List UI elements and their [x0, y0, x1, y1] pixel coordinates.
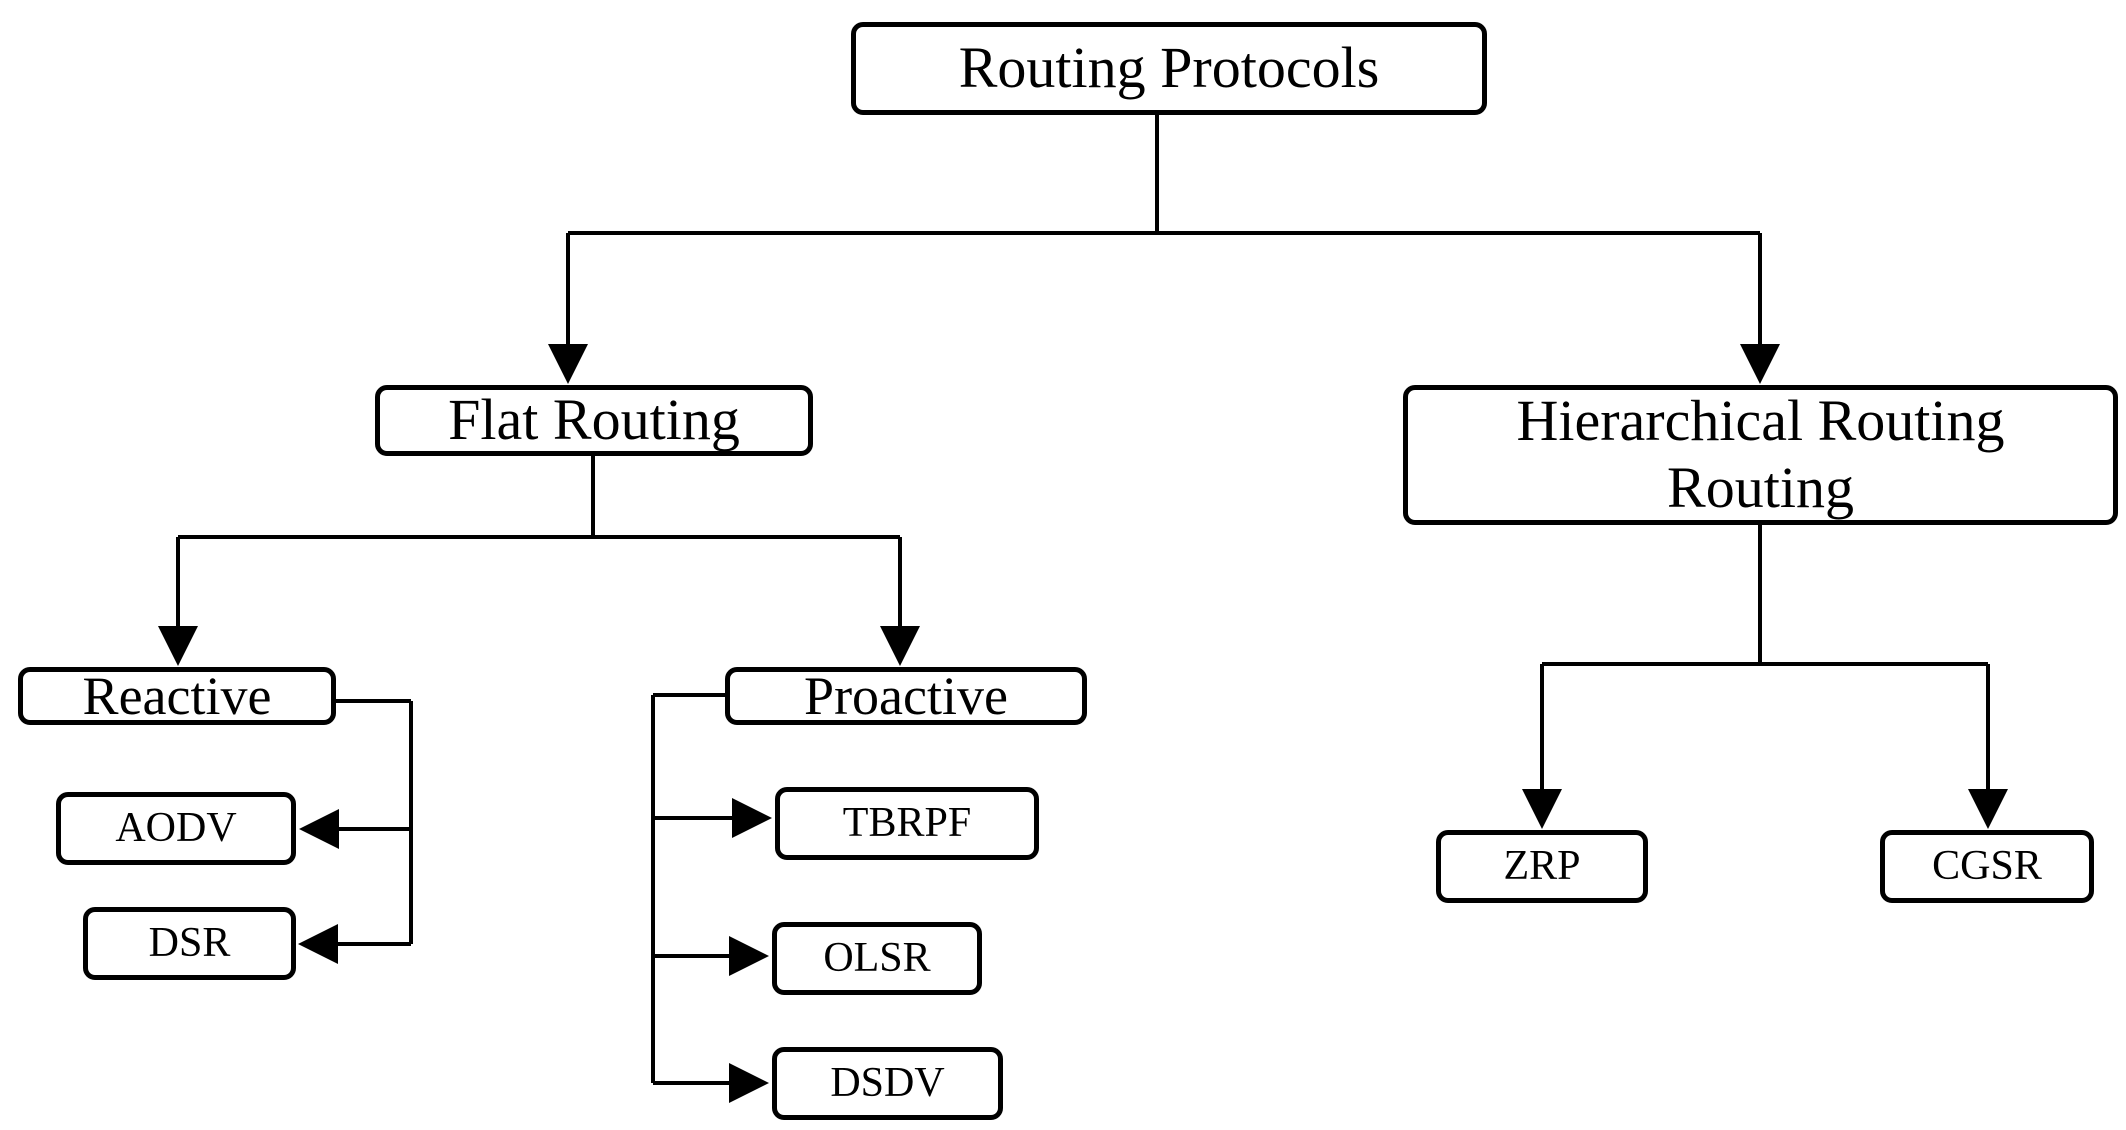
- node-aodv-label: AODV: [115, 805, 237, 852]
- node-proactive-label: Proactive: [804, 665, 1008, 726]
- node-proactive: Proactive: [725, 665, 1087, 726]
- node-tbrpf: TBRPF: [775, 787, 1039, 860]
- node-aodv: AODV: [56, 792, 296, 865]
- node-cgsr: CGSR: [1880, 830, 2094, 903]
- node-zrp: ZRP: [1436, 830, 1648, 903]
- node-olsr-label: OLSR: [823, 935, 931, 982]
- node-dsdv-label: DSDV: [830, 1060, 945, 1107]
- node-hierarchical-routing-line1: Hierarchical Routing: [1516, 388, 2005, 454]
- node-flat-routing-label: Flat Routing: [448, 387, 740, 453]
- node-reactive-label: Reactive: [82, 665, 272, 726]
- node-zrp-label: ZRP: [1503, 843, 1581, 890]
- node-hierarchical-routing-line2: Routing: [1667, 455, 1854, 520]
- node-flat-routing: Flat Routing: [375, 385, 813, 456]
- node-hierarchical-routing: Hierarchical Routing Routing: [1403, 385, 2118, 525]
- node-tbrpf-label: TBRPF: [842, 800, 972, 847]
- node-dsr: DSR: [83, 907, 296, 980]
- node-dsdv: DSDV: [772, 1047, 1003, 1120]
- node-routing-protocols: Routing Protocols: [851, 22, 1487, 115]
- node-dsr-label: DSR: [148, 920, 231, 967]
- node-cgsr-label: CGSR: [1932, 843, 2042, 890]
- node-routing-protocols-label: Routing Protocols: [958, 35, 1380, 101]
- node-olsr: OLSR: [772, 922, 982, 995]
- node-reactive: Reactive: [18, 665, 336, 726]
